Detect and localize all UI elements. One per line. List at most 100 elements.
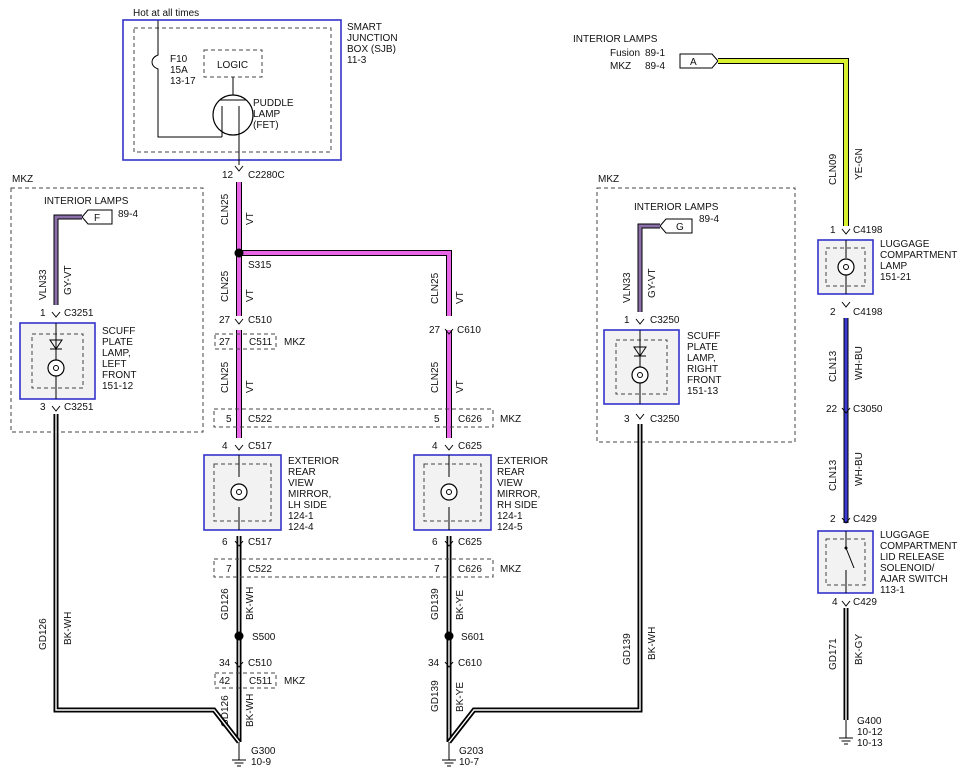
c511b-label: C511	[249, 676, 273, 687]
c511-label: C511	[249, 337, 273, 348]
right-gnd-circuit: GD139	[622, 633, 633, 665]
fuse-ref: 13-17	[170, 76, 196, 87]
sjb-connector: C2280C	[248, 170, 285, 181]
fusion-ref: 89-1	[645, 48, 665, 59]
bkwh-label-2: BK-WH	[245, 694, 256, 727]
lh-mirror-label: EXTERIOR	[288, 456, 339, 467]
c4198b-pin: 2	[830, 307, 836, 318]
g300-label: G300	[251, 746, 276, 757]
rh-mirror-label-4: MIRROR,	[497, 489, 540, 500]
luggage-switch-component	[817, 530, 874, 594]
rh-mirror-label: EXTERIOR	[497, 456, 548, 467]
bkye-label-2: BK-YE	[455, 682, 466, 712]
right-source-ref: 89-4	[699, 214, 719, 225]
c517b-pin: 6	[222, 537, 228, 548]
diode-icon	[633, 346, 647, 357]
rh-mirror-label-2: REAR	[497, 467, 525, 478]
c3050-pin: 22	[826, 404, 838, 415]
right-top-conn: C3250	[650, 315, 680, 326]
rh-mirror-ref-1: 124-1	[497, 511, 523, 522]
luggage-switch-label-4: SOLENOID/	[880, 563, 935, 574]
g203-label: G203	[459, 746, 484, 757]
splice-s315	[234, 248, 244, 258]
c610-pin: 27	[429, 325, 441, 336]
luggage-lamp-label: LUGGAGE	[880, 239, 930, 250]
right-source-letter: G	[676, 222, 684, 233]
right-bot-conn: C3250	[650, 414, 680, 425]
c517-pin: 4	[222, 441, 228, 452]
fuse-rating: 15A	[170, 65, 188, 76]
left-scuff-lamp	[19, 322, 96, 400]
left-bot-pin: 3	[40, 402, 46, 413]
fusion-label: Fusion	[610, 48, 640, 59]
left-source-letter: F	[94, 213, 100, 224]
c522b-label: C522	[248, 564, 272, 575]
mkz-tag-c522: MKZ	[500, 414, 521, 425]
g400-ref-1: 10-12	[857, 727, 883, 738]
c510b-pin: 34	[219, 658, 231, 669]
cln09-label: CLN09	[828, 153, 839, 185]
left-mkz-box	[10, 187, 204, 433]
c610b-pin: 34	[428, 658, 440, 669]
right-mkz-label: MKZ	[598, 174, 619, 185]
smart-junction-box: Hot at all times F10 15A 13-17 LOGIC PUD…	[122, 8, 398, 181]
luggage-lamp-component	[817, 239, 874, 295]
rh-mirror-label-5: RH SIDE	[497, 500, 538, 511]
violet-circuit	[234, 182, 452, 438]
right-scuff-label-3: LAMP,	[687, 353, 716, 364]
left-gnd-color: BK-WH	[63, 612, 74, 645]
splice-s500	[234, 631, 244, 641]
center-ground-wires	[234, 536, 454, 742]
bkwh-label: BK-WH	[245, 587, 256, 620]
g400-label: G400	[857, 716, 882, 727]
vt-label: VT	[245, 212, 256, 225]
whbu-label-2: WH-BU	[854, 452, 865, 486]
c626b-label: C626	[458, 564, 482, 575]
g300-ref: 10-9	[251, 757, 271, 768]
left-circuit: VLN33	[38, 269, 49, 300]
vt-label-3: VT	[245, 380, 256, 393]
fuse-label: F10	[170, 54, 188, 65]
c626-pin: 5	[434, 414, 440, 425]
right-source-title: INTERIOR LAMPS	[634, 202, 719, 213]
sjb-outline	[122, 19, 342, 161]
left-scuff-label-4: LEFT	[102, 359, 126, 370]
left-scuff-label-5: FRONT	[102, 370, 136, 381]
gd139-label: GD139	[430, 588, 441, 620]
mkz-tag-c511b: MKZ	[284, 676, 305, 687]
lh-mirror-ref-2: 124-4	[288, 522, 314, 533]
c511b-pin: 42	[219, 676, 231, 687]
hot-at-all-times-label: Hot at all times	[133, 8, 199, 19]
cln13-label-2: CLN13	[828, 459, 839, 491]
left-source-title: INTERIOR LAMPS	[44, 196, 129, 207]
lh-mirror-label-3: VIEW	[288, 478, 314, 489]
right-circuit: VLN33	[622, 272, 633, 303]
luggage-lamp-label-3: LAMP	[880, 261, 908, 272]
luggage-mkz-label: MKZ	[610, 61, 631, 72]
fet-icon	[212, 94, 254, 136]
luggage-source-letter: A	[690, 57, 697, 68]
lh-mirror-ref-1: 124-1	[288, 511, 314, 522]
luggage-switch-label-5: AJAR SWITCH	[880, 574, 948, 585]
cln13-label: CLN13	[828, 350, 839, 382]
left-color: GY-VT	[63, 265, 74, 295]
diode-icon	[49, 339, 63, 350]
right-bot-pin: 3	[624, 414, 630, 425]
ground-g300-icon	[232, 742, 246, 767]
luggage-switch-label-2: COMPARTMENT	[880, 541, 957, 552]
c429-pin: 2	[830, 514, 836, 525]
left-mkz-label: MKZ	[12, 174, 33, 185]
right-scuff-label-5: FRONT	[687, 375, 721, 386]
rh-mirror-component	[413, 454, 492, 531]
puddle-lamp-label: PUDDLE	[253, 98, 294, 109]
lamp-icon	[837, 258, 855, 276]
c510-pin: 27	[219, 315, 231, 326]
rh-mirror-label-3: VIEW	[497, 478, 523, 489]
right-scuff-lamp	[603, 329, 680, 405]
left-scuff-ref: 151-12	[102, 381, 134, 392]
sjb-title-3: BOX (SJB)	[347, 44, 396, 55]
right-top-pin: 1	[624, 315, 630, 326]
right-scuff-label-2: PLATE	[687, 342, 718, 353]
right-scuff-ref: 151-13	[687, 386, 719, 397]
